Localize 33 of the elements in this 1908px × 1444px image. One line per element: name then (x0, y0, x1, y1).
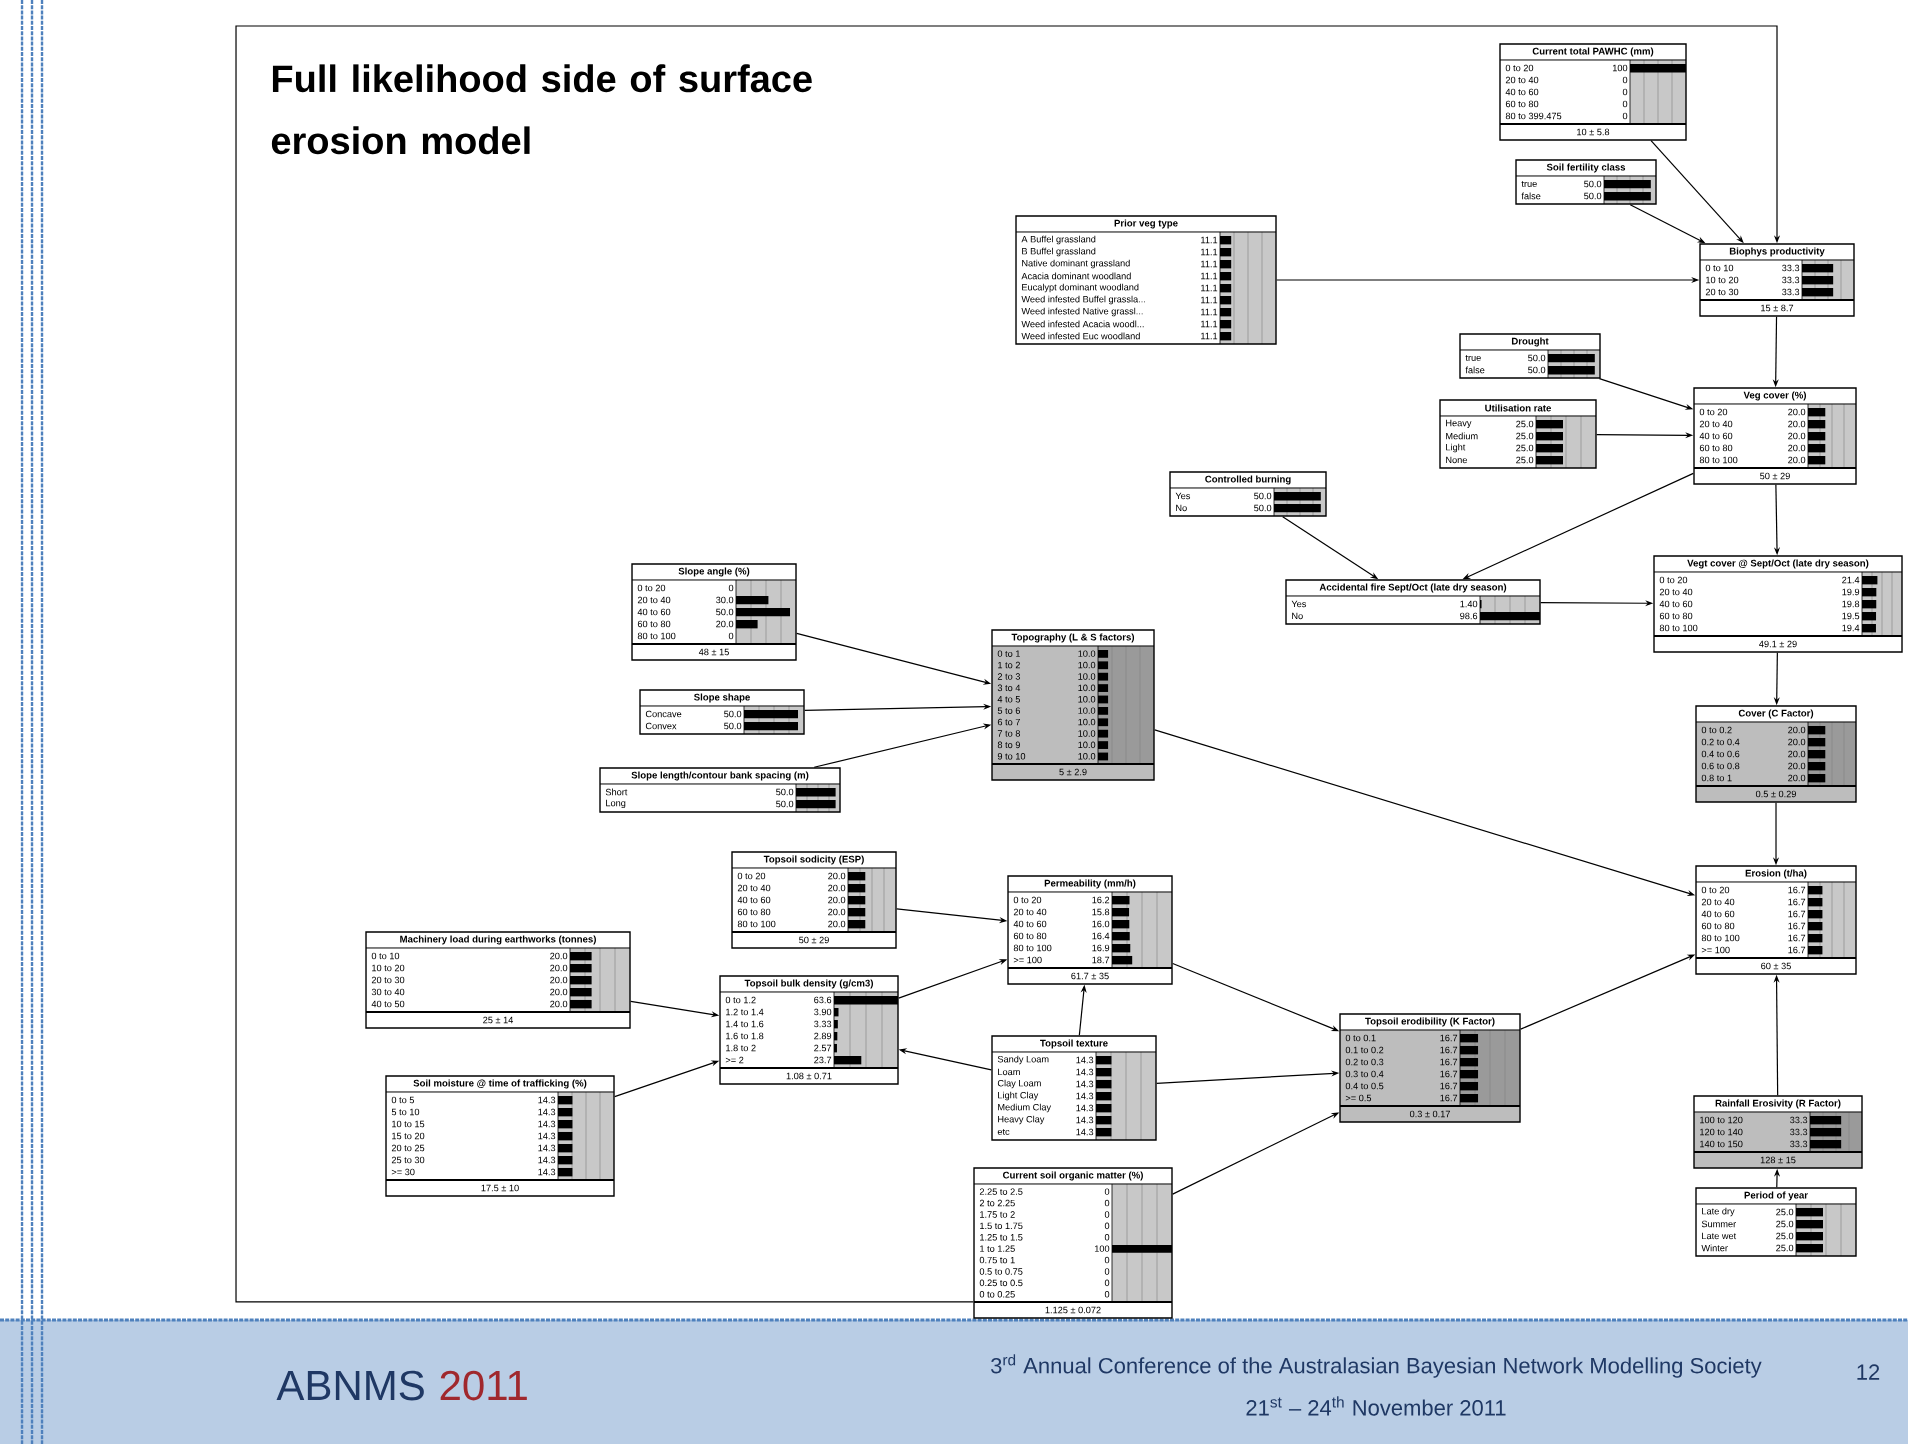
arrow (235, 25, 1781, 1303)
belief-node (1515, 159, 1657, 205)
belief-node (599, 767, 841, 813)
slide-title: Full likelihood side of surface erosion model (271, 64, 812, 155)
belief-node (1459, 333, 1601, 379)
belief-node (1695, 1187, 1857, 1257)
belief-node (1699, 243, 1855, 317)
conference-text: 3$^{rd}$ Annual Conference of the Australasian Bayesian Network Modelling Society (991, 1354, 1762, 1378)
conference-date: 21$^{st}$ – 24$^{th}$ November 2011 (1246, 1396, 1506, 1416)
belief-node (365, 931, 631, 1029)
belief-node (1339, 1013, 1521, 1123)
belief-node (719, 975, 899, 1085)
belief-node (1169, 471, 1327, 517)
belief-node (991, 629, 1155, 781)
page-number: 12 (1857, 1364, 1880, 1380)
belief-node (385, 1075, 615, 1197)
belief-node (731, 851, 897, 949)
belief-node (991, 1035, 1157, 1141)
belief-node (639, 689, 805, 735)
belief-node (1695, 705, 1857, 803)
belief-node (1693, 1095, 1863, 1169)
belief-node (1695, 865, 1857, 975)
belief-node (1499, 43, 1687, 141)
belief-node (973, 1167, 1173, 1319)
belief-node (1693, 387, 1857, 485)
belief-node (1285, 579, 1541, 625)
belief-node (1439, 399, 1597, 469)
belief-node (1653, 555, 1903, 653)
belief-node (631, 563, 797, 661)
footer-text: ABNMS (276, 1370, 424, 1401)
belief-node (1007, 875, 1173, 985)
footer-text: 2011 (440, 1370, 527, 1401)
belief-node (1015, 215, 1277, 345)
